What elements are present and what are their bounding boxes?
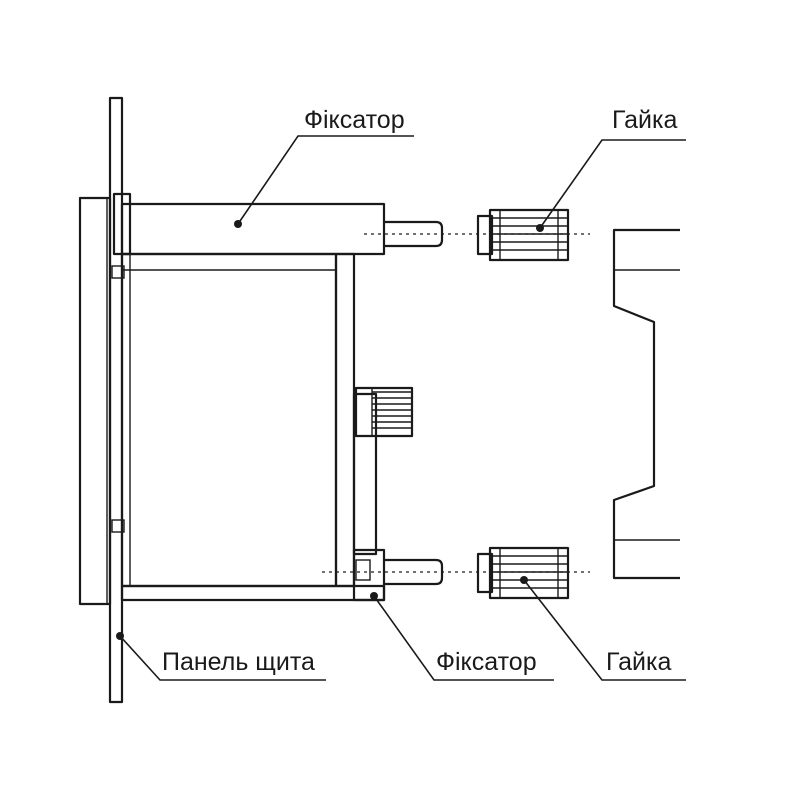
label-retainer-bottom: Фіксатор bbox=[436, 648, 537, 676]
device-bezel bbox=[78, 196, 112, 606]
leader-lines bbox=[116, 135, 686, 681]
retainer-top bbox=[112, 192, 444, 256]
terminal-cover-outline bbox=[612, 228, 680, 580]
label-nut-bottom: Гайка bbox=[606, 648, 671, 676]
label-panel: Панель щита bbox=[162, 648, 315, 676]
switchboard-panel bbox=[108, 96, 124, 704]
retainer-bottom bbox=[120, 548, 444, 602]
label-nut-top: Гайка bbox=[612, 106, 677, 134]
nut-bottom bbox=[476, 546, 570, 600]
device-housing bbox=[111, 252, 414, 588]
nut-top bbox=[476, 208, 570, 262]
label-retainer-top: Фіксатор bbox=[304, 106, 405, 134]
